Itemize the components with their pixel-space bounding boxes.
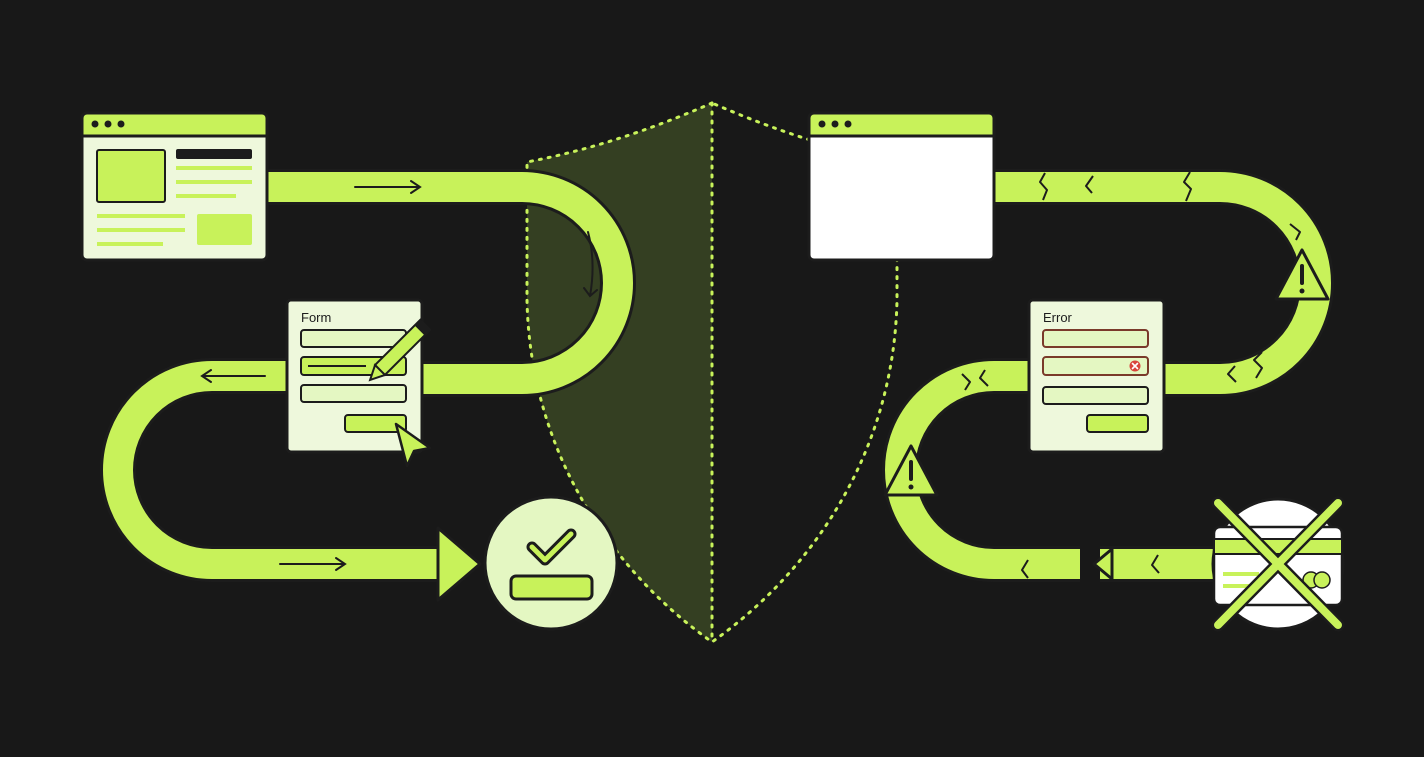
window-dot-icon: [831, 120, 839, 128]
pencil-icon: [368, 318, 432, 382]
error-title: Error: [1043, 310, 1073, 325]
window-dot-icon: [117, 120, 125, 128]
shield: [525, 101, 899, 644]
broken-arrowhead: [1092, 547, 1114, 581]
failure-badge: [1211, 496, 1345, 632]
direction-arrow-down-icon: [583, 231, 598, 298]
error-input-invalid: [1042, 356, 1149, 376]
form-submit-button: [344, 414, 407, 433]
error-input: [1042, 329, 1149, 348]
direction-arrow-right-icon: [279, 557, 347, 571]
browser-window-left: [80, 111, 269, 262]
success-path: [100, 169, 636, 602]
form-input: [300, 329, 407, 348]
direction-arrow-right-icon: [354, 180, 422, 194]
form-card: Form: [285, 298, 432, 468]
window-dot-icon: [818, 120, 826, 128]
error-card: Error: [1027, 298, 1166, 454]
error-input: [1042, 386, 1149, 405]
cursor-icon: [394, 422, 432, 468]
success-badge: [483, 495, 619, 631]
window-dot-icon: [104, 120, 112, 128]
failure-path: [882, 169, 1334, 582]
warning-icon: [883, 444, 939, 497]
form-title: Form: [301, 310, 331, 325]
image-placeholder-icon: [96, 149, 166, 203]
warning-icon: [1274, 248, 1330, 301]
shield-left-half: [527, 103, 712, 642]
window-dot-icon: [91, 120, 99, 128]
crack-marks: [961, 171, 1301, 579]
error-x-icon: [1129, 360, 1141, 372]
success-arrowhead: [436, 526, 482, 602]
error-submit-button: [1086, 414, 1149, 433]
shield-outline: [525, 101, 899, 644]
cross-icon: [1211, 496, 1345, 632]
form-input: [300, 384, 407, 403]
direction-arrow-left-icon: [200, 369, 266, 383]
window-dot-icon: [844, 120, 852, 128]
browser-window-right: [807, 111, 996, 262]
